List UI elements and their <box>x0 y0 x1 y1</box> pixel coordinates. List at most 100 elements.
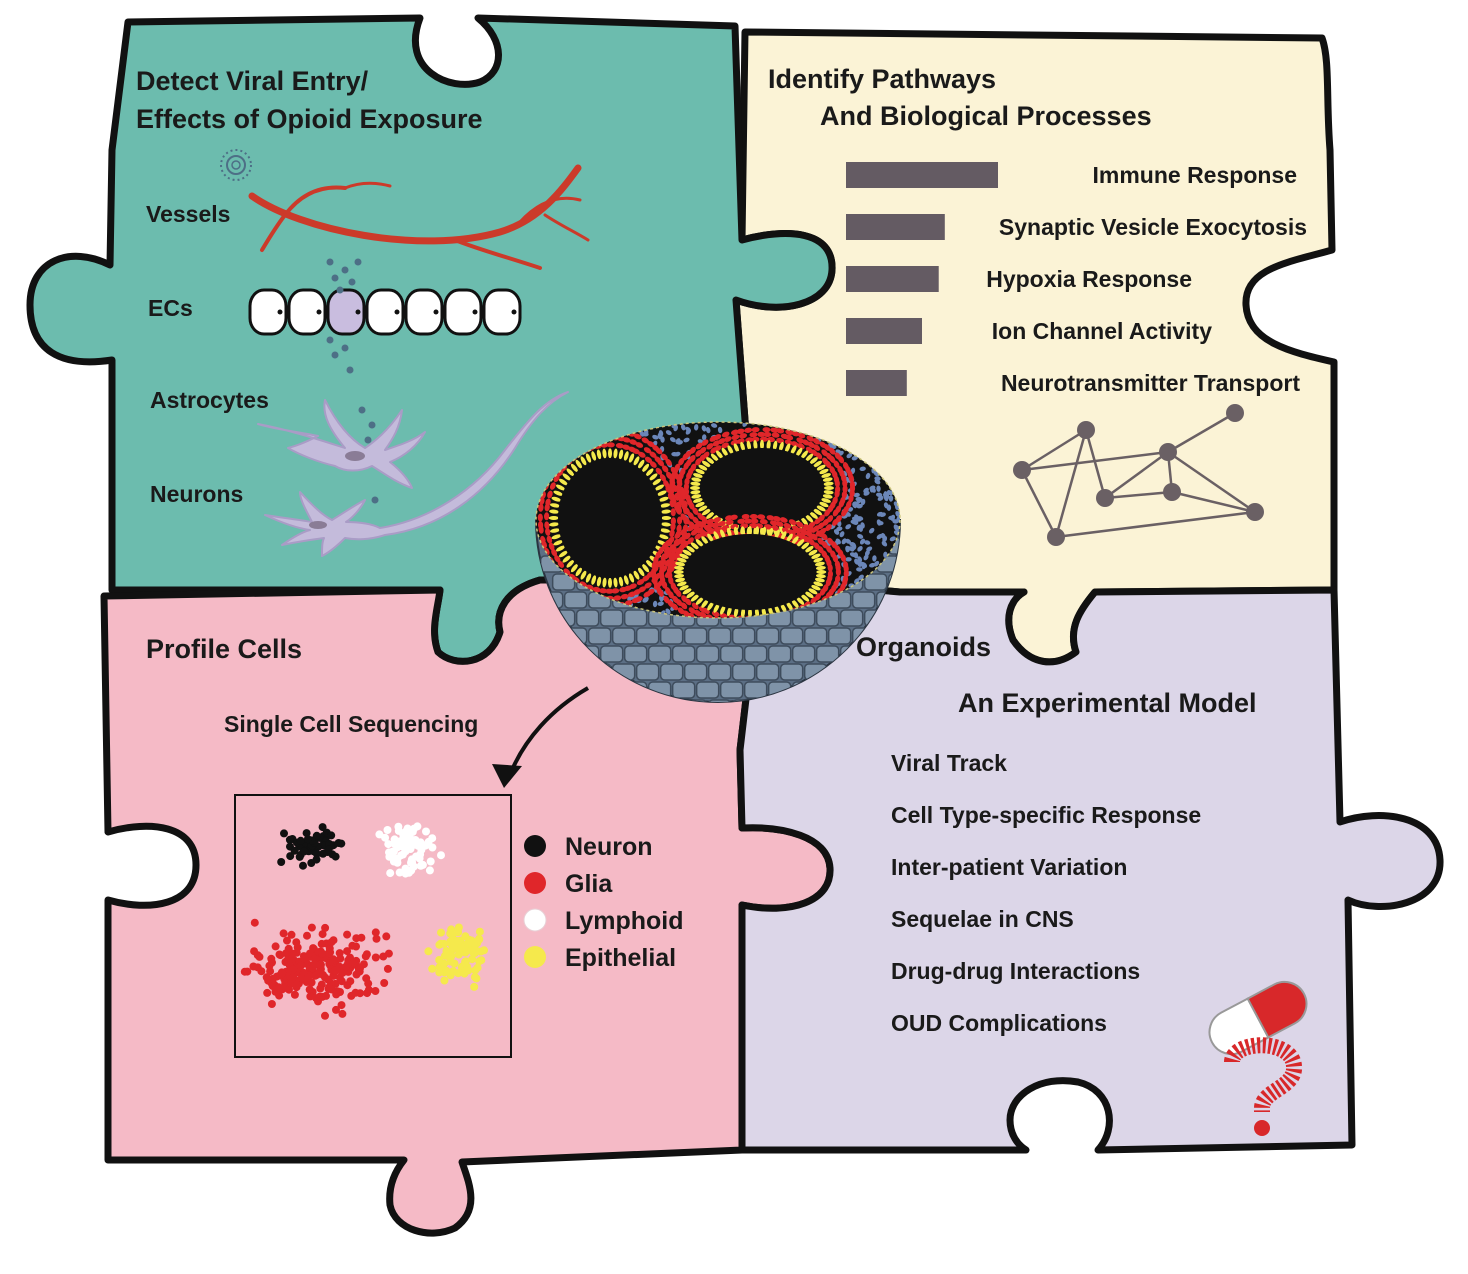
shell-tile <box>731 663 756 681</box>
scatter-point <box>316 960 325 969</box>
shell-tile <box>719 645 744 663</box>
top-right-title-line2: And Biological Processes <box>820 101 1152 131</box>
organoid-cell <box>876 533 883 540</box>
organoid-cell <box>651 568 657 576</box>
scatter-point <box>265 961 274 970</box>
organoid-cell <box>832 518 839 526</box>
scatter-point <box>424 947 433 956</box>
scatter-point <box>475 934 484 943</box>
organoid-cell <box>642 463 650 472</box>
scatter-point <box>394 822 403 831</box>
organoid-cell <box>660 522 671 527</box>
pathway-label: Neurotransmitter Transport <box>1001 370 1300 396</box>
organoid-cell <box>549 522 560 527</box>
shell-tile <box>599 645 624 663</box>
scatter-point <box>477 956 486 965</box>
scatter-point <box>289 973 298 982</box>
organoid-cell <box>687 524 695 532</box>
bottom-right-subtitle: An Experimental Model <box>958 688 1257 718</box>
organoid-cell <box>692 516 699 524</box>
scatter-point <box>310 960 319 969</box>
endothelial-cell <box>404 288 444 336</box>
organoid-cell <box>797 443 805 450</box>
organoid-cell <box>816 570 827 574</box>
scatter-point <box>383 826 392 834</box>
organoid-cell <box>657 432 663 440</box>
scatter-point <box>470 982 479 991</box>
organoid-cell <box>655 447 663 455</box>
organoid-cell <box>657 490 667 496</box>
organoid-cell <box>562 555 571 563</box>
pathway-label: Hypoxia Response <box>986 266 1192 292</box>
organoid-cell <box>627 595 634 601</box>
question-mark-icon <box>1224 1037 1302 1136</box>
scatter-point <box>296 836 305 845</box>
organoid-cell <box>775 521 784 527</box>
organoid-cell <box>632 597 640 604</box>
organoid-cell <box>720 529 726 539</box>
organoid-cell <box>813 460 822 468</box>
organoid-cell <box>805 453 814 462</box>
organoid-cell <box>801 594 810 602</box>
scatter-point <box>440 976 449 985</box>
shell-tile <box>707 663 732 681</box>
organoid-cell <box>690 481 701 486</box>
organoid-cell <box>701 434 707 441</box>
organoid-cell <box>811 553 821 559</box>
organoid-cell <box>663 596 670 604</box>
organoid-cell <box>636 579 645 586</box>
scatter-point <box>305 985 314 994</box>
organoid-cell <box>806 435 814 442</box>
scatter-point <box>309 944 318 953</box>
organoid-cell <box>602 577 607 588</box>
organoid-cell <box>674 504 680 512</box>
organoid-cell <box>642 596 649 602</box>
scatter-point <box>278 969 287 978</box>
organoid-cell <box>730 439 739 446</box>
organoid-cell <box>618 576 624 587</box>
organoid-cell <box>813 557 824 563</box>
organoid-cell <box>821 498 831 503</box>
scatter-point <box>371 928 380 937</box>
organoid-cell <box>629 439 637 445</box>
organoid-cell <box>698 464 708 471</box>
organoid-cell <box>679 585 689 591</box>
pathway-label: Immune Response <box>1093 162 1298 188</box>
endothelial-cell <box>482 288 522 336</box>
organoid-cell <box>678 457 685 466</box>
organoid-cell <box>545 498 551 507</box>
shell-tile <box>599 609 624 627</box>
organoid-cell <box>856 567 863 572</box>
scatter-point <box>448 931 457 940</box>
shell-tile <box>743 681 768 699</box>
organoid-cell <box>724 436 732 442</box>
organoid-cell <box>856 503 863 509</box>
organoid-cell <box>707 601 714 611</box>
organoid-cell <box>819 501 829 508</box>
organoid-cell <box>706 457 715 465</box>
organoid-cell <box>857 546 863 552</box>
organoid-cell <box>714 445 722 452</box>
organoid-cell <box>838 499 845 508</box>
organoid-cell <box>865 472 871 480</box>
organoid-cell <box>879 512 886 518</box>
scatter-point <box>363 989 372 998</box>
organoid-cell <box>658 534 669 540</box>
organoid-cell <box>695 501 705 508</box>
organoid-lumen <box>700 448 824 528</box>
organoid-cell <box>819 588 826 596</box>
organoid-cell <box>592 586 601 593</box>
organoid-cell <box>835 563 841 572</box>
organoid-cell <box>698 606 707 613</box>
scatter-point <box>297 974 306 983</box>
organoid-cell <box>791 536 799 545</box>
pathway-bar <box>846 162 998 188</box>
shell-tile <box>551 573 576 591</box>
scatter-point <box>312 855 321 864</box>
organoid-cell <box>701 439 709 446</box>
organoid-cell <box>680 528 687 536</box>
organoid-cell <box>717 438 726 445</box>
